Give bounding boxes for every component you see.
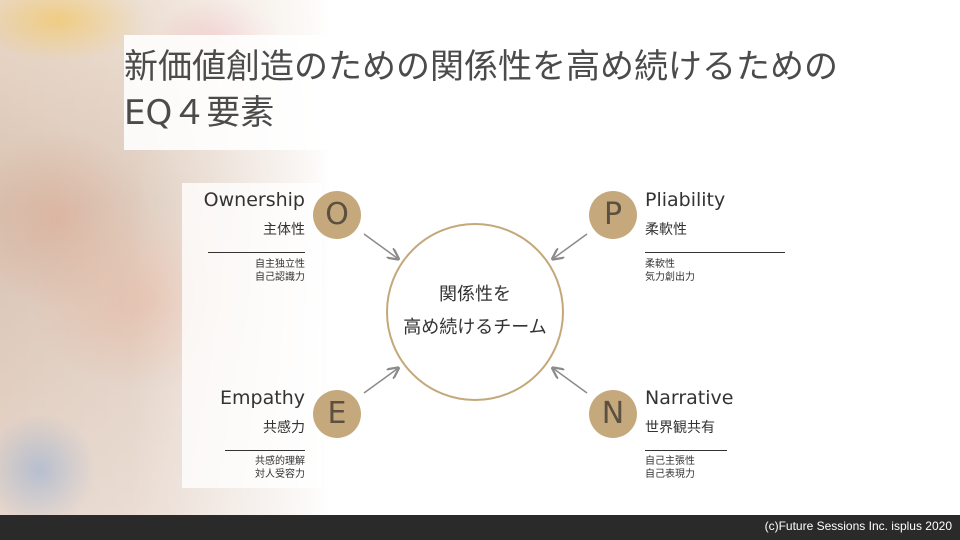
pliability-sub: 柔軟性 [645, 222, 687, 238]
ownership-badge: O [313, 191, 361, 239]
arrow-ownership [363, 233, 397, 258]
narrative-badge: N [589, 390, 637, 438]
empathy-badge: E [313, 390, 361, 438]
pliability-detail-1: 柔軟性 [645, 259, 675, 270]
ownership-sub: 主体性 [263, 222, 305, 238]
pliability-badge: P [589, 191, 637, 239]
ownership-name: Ownership [203, 189, 305, 211]
narrative-name: Narrative [645, 387, 734, 409]
center-label-line-1: 関係性を [439, 284, 511, 305]
narrative-detail-1: 自己主張性 [645, 456, 695, 467]
copyright-text: (c)Future Sessions Inc. isplus 2020 [764, 519, 952, 533]
arrow-empathy [363, 369, 397, 394]
narrative-detail-2: 自己表現力 [645, 469, 695, 480]
empathy-detail-2: 対人受容力 [255, 469, 305, 480]
narrative-sub: 世界観共有 [645, 420, 715, 436]
page-title: 新価値創造のための関係性を高め続けるための EQ４要素 [124, 44, 924, 136]
center-circle [386, 223, 564, 401]
ownership-detail-2: 自己認識力 [255, 272, 305, 283]
empathy-name: Empathy [220, 387, 305, 409]
center-label: 関係性を 高め続けるチーム [386, 278, 564, 344]
pliability-detail-2: 気力創出力 [645, 272, 695, 283]
empathy-rule [225, 450, 305, 451]
arrow-pliability [554, 233, 588, 258]
pliability-rule [645, 252, 785, 253]
title-backdrop [124, 35, 960, 150]
pliability-name: Pliability [645, 189, 726, 211]
ownership-rule [208, 252, 305, 253]
empathy-detail-1: 共感的理解 [255, 456, 305, 467]
empathy-sub: 共感力 [263, 420, 305, 436]
center-label-line-2: 高め続けるチーム [403, 317, 547, 338]
narrative-rule [645, 450, 727, 451]
title-line-1: 新価値創造のための関係性を高め続けるための [124, 47, 838, 87]
footer-bar: (c)Future Sessions Inc. isplus 2020 [0, 515, 960, 540]
arrow-narrative [554, 369, 588, 394]
left-panel-backdrop [182, 183, 322, 488]
title-line-2: EQ４要素 [124, 93, 275, 133]
ownership-detail-1: 自主独立性 [255, 259, 305, 270]
